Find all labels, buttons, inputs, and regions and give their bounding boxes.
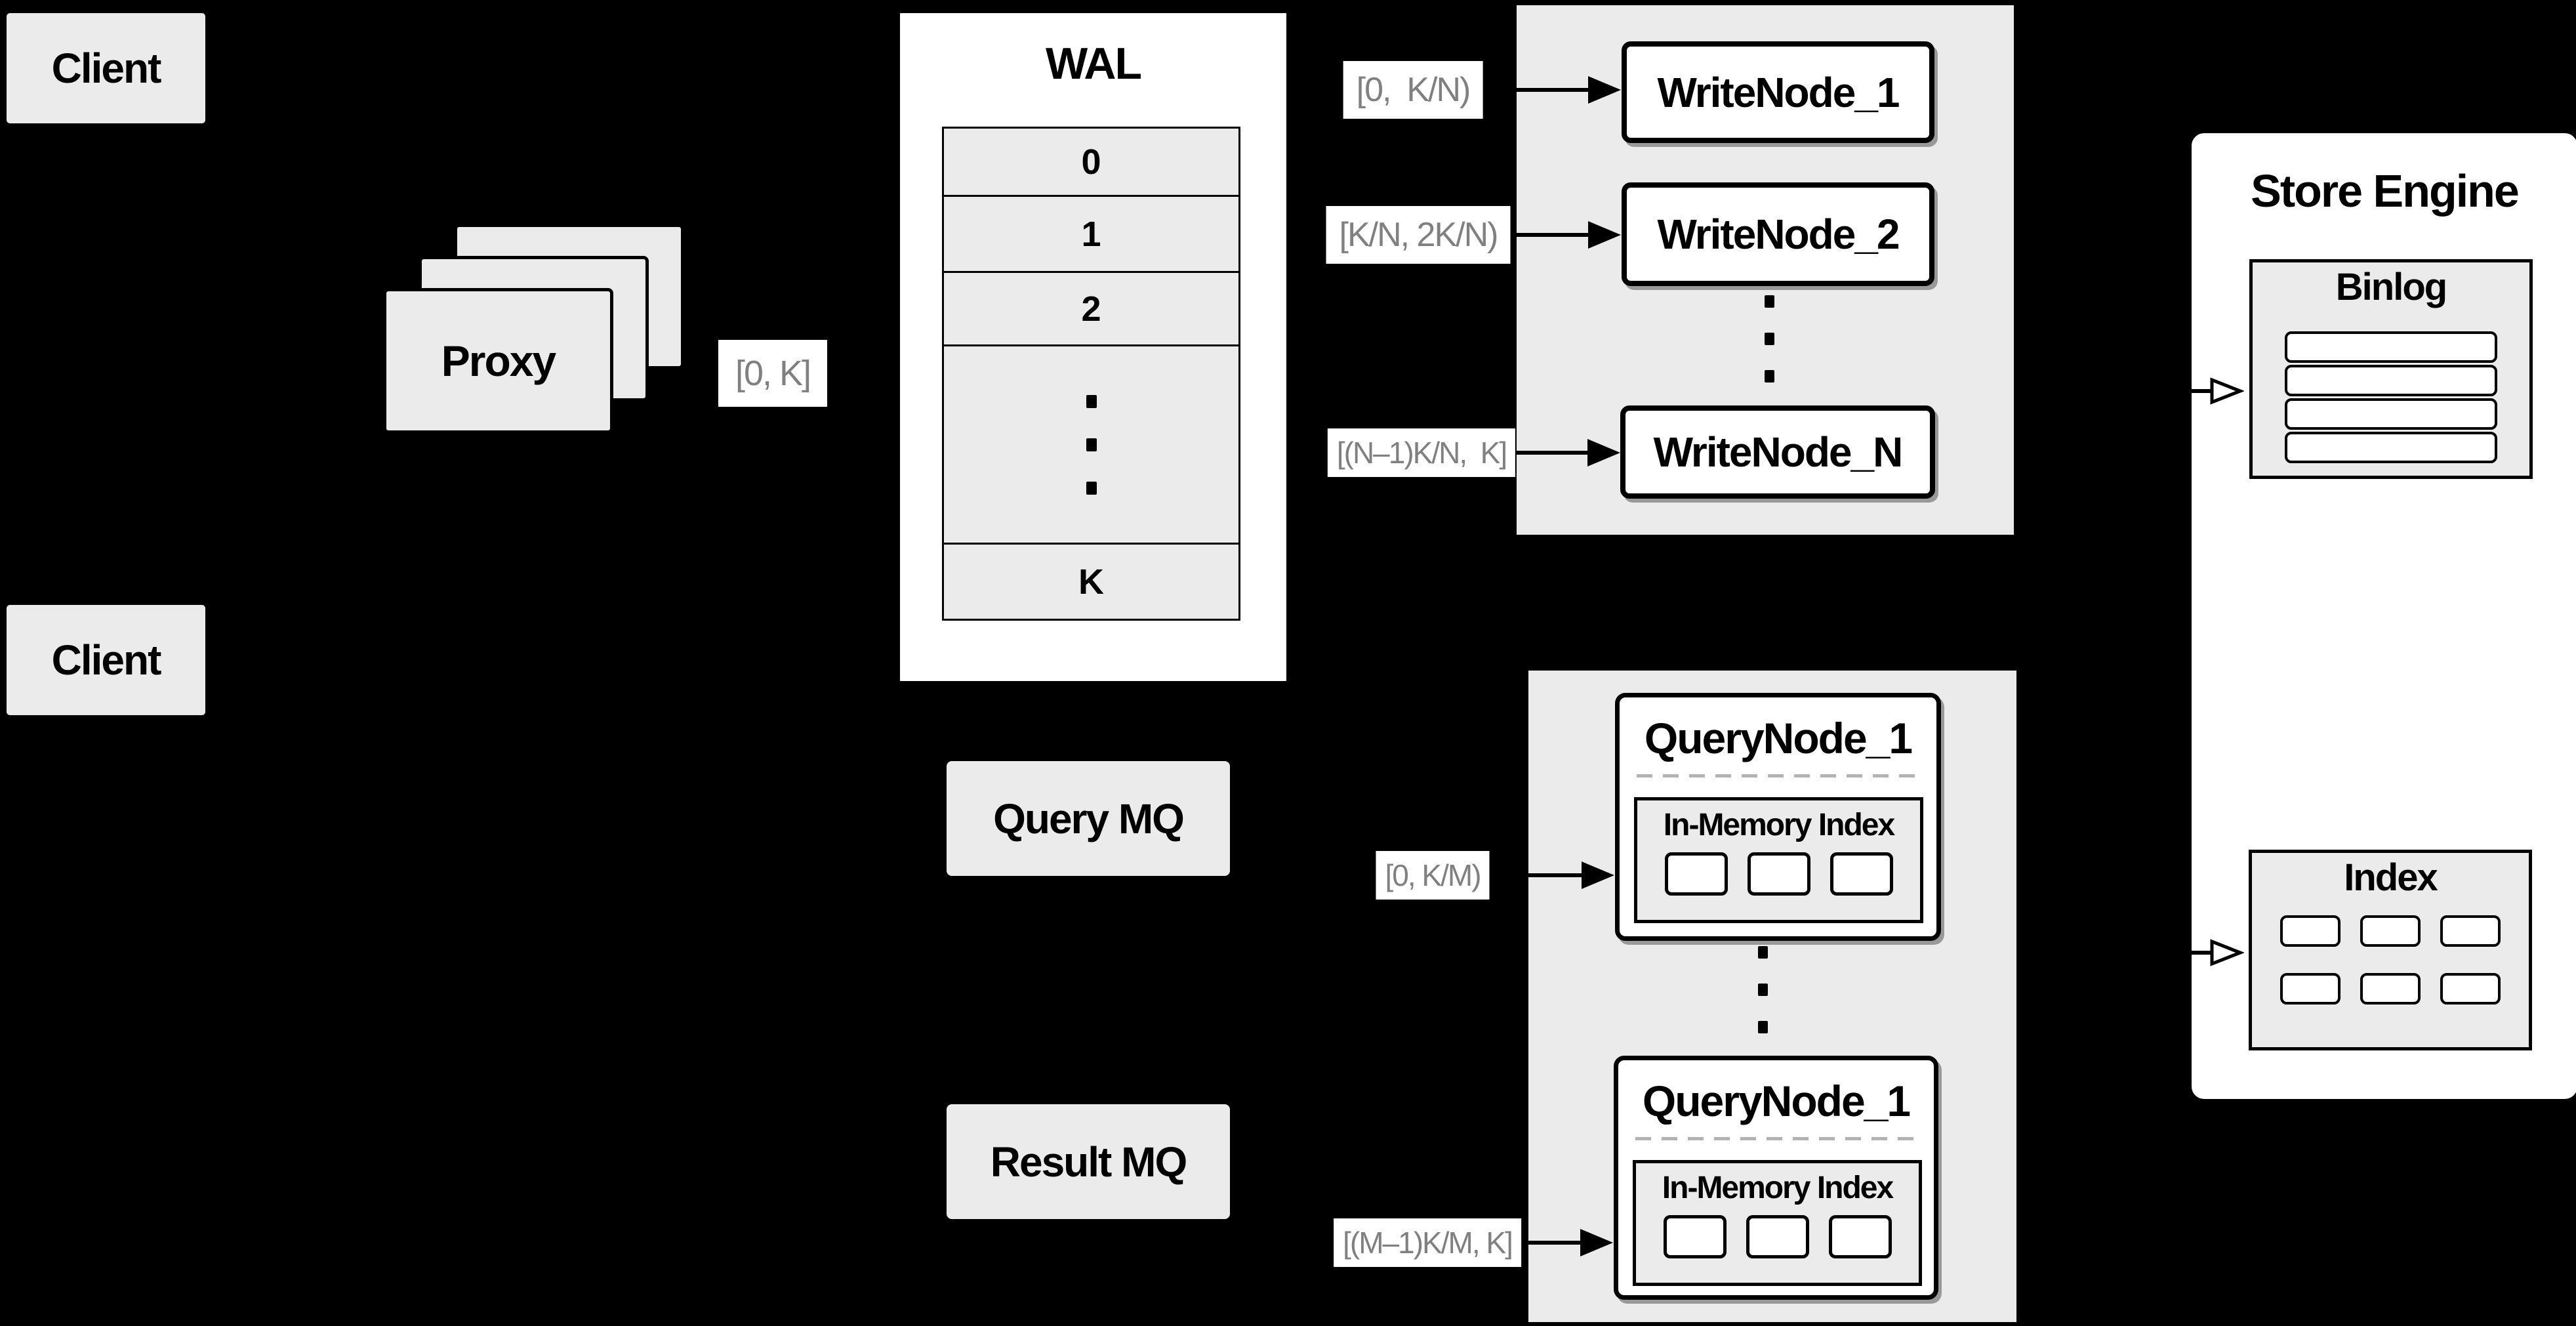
proxy-label: Proxy: [441, 337, 556, 385]
query-node-bottom: QueryNode_1 In-Memory Index: [1614, 1056, 1938, 1300]
arrow-head-writenode-n-icon: [1587, 439, 1620, 466]
dashed-divider: [1637, 774, 1919, 777]
arrow-line-binlog: [2144, 389, 2212, 393]
binlog-row: [2285, 398, 2497, 430]
client-node-top: Client: [7, 13, 205, 123]
wal-row-1: 1: [944, 197, 1238, 273]
query-node-top: QueryNode_1 In-Memory Index: [1615, 693, 1941, 941]
binlog-title: Binlog: [2335, 266, 2447, 308]
hollow-arrow-head-index-icon: [2210, 939, 2244, 966]
ellipsis-dot: [1086, 481, 1097, 495]
wal-row-2: 2: [944, 273, 1238, 346]
range-label-querynode-top: [0, K/M): [1376, 851, 1490, 900]
ellipsis-dot: [1086, 394, 1097, 408]
ellipsis-dot: [1086, 438, 1097, 451]
ellipsis-dot: [1758, 1021, 1768, 1033]
segment-cell: [1830, 852, 1893, 896]
range-label-writenode-n: [(N–1)K/N, K]: [1327, 428, 1516, 477]
binlog-box: Binlog: [2249, 259, 2533, 479]
client-top-label: Client: [51, 45, 162, 92]
arrow-line-writenode-2: [1503, 233, 1590, 237]
segment-cells: [1637, 852, 1920, 896]
ellipsis-dot: [1765, 295, 1774, 308]
write-node-2: WriteNode_2: [1622, 182, 1934, 286]
result-mq-node: Result MQ: [947, 1104, 1230, 1219]
query-mq-node: Query MQ: [947, 761, 1230, 876]
wal-title: WAL: [1045, 39, 1142, 89]
index-cell: [2440, 973, 2501, 1005]
segment-cell: [1746, 1215, 1809, 1258]
wal-box: WAL 0 1 2 K: [897, 10, 1290, 684]
ellipsis-dot: [1765, 370, 1774, 383]
write-node-n: WriteNode_N: [1620, 405, 1935, 499]
index-cell: [2280, 915, 2341, 947]
binlog-row: [2285, 331, 2497, 363]
arrow-head-writenode-2-icon: [1588, 221, 1621, 249]
arrow-line-writenode-n: [1507, 451, 1590, 455]
query-node-top-title: QueryNode_1: [1644, 714, 1913, 762]
arrow-line-index: [2144, 951, 2212, 955]
query-mq-label: Query MQ: [993, 795, 1185, 842]
wal-row-ellipsis: [944, 346, 1238, 545]
store-engine-box: Store Engine Binlog Index: [2188, 130, 2576, 1102]
arrow-head-writenode-1-icon: [1588, 76, 1621, 104]
query-node-group: QueryNode_1 In-Memory Index QueryNode_1 …: [1528, 671, 2016, 1322]
hollow-arrow-head-binlog-icon: [2210, 377, 2244, 405]
binlog-rows: [2253, 331, 2529, 463]
client-bottom-label: Client: [51, 636, 162, 684]
index-cell: [2360, 915, 2421, 947]
segment-cells: [1636, 1215, 1919, 1258]
write-node-ellipsis: [1765, 295, 1774, 383]
arrow-line-writenode-1: [1473, 88, 1589, 92]
ellipsis-dot: [1758, 984, 1768, 996]
index-box: Index: [2249, 850, 2532, 1050]
query-node-ellipsis: [1758, 946, 1768, 1033]
in-memory-index-top: In-Memory Index: [1634, 797, 1923, 923]
proxy-node-front: Proxy: [383, 288, 613, 434]
in-memory-index-bottom: In-Memory Index: [1633, 1160, 1922, 1286]
segment-cell: [1747, 852, 1810, 896]
wal-segment-table: 0 1 2 K: [942, 127, 1240, 621]
arrow-head-querynode-top-icon: [1582, 861, 1614, 889]
index-title: Index: [2344, 856, 2438, 899]
range-label-writenode-1: [0, K/N): [1343, 61, 1483, 119]
index-grid: [2252, 915, 2529, 1005]
arrow-head-querynode-bottom-icon: [1580, 1229, 1613, 1256]
index-cell: [2440, 915, 2501, 947]
result-mq-label: Result MQ: [990, 1138, 1187, 1186]
in-memory-index-top-title: In-Memory Index: [1663, 808, 1895, 842]
ellipsis-dot: [1765, 333, 1774, 345]
segment-cell: [1664, 852, 1728, 896]
ellipsis-dot: [1758, 946, 1768, 959]
binlog-row: [2285, 365, 2497, 396]
segment-cell: [1663, 1215, 1727, 1258]
binlog-row: [2285, 432, 2497, 463]
range-label-writenode-2: [K/N, 2K/N): [1326, 206, 1511, 264]
wal-row-k: K: [944, 545, 1238, 619]
client-node-bottom: Client: [7, 605, 205, 715]
arrow-line-querynode-top: [1484, 873, 1584, 877]
in-memory-index-bottom-title: In-Memory Index: [1662, 1171, 1894, 1205]
store-engine-title: Store Engine: [2251, 165, 2520, 217]
index-cell: [2360, 973, 2421, 1005]
dashed-divider: [1635, 1137, 1917, 1140]
range-label-proxy-to-wal: [0, K]: [718, 340, 828, 407]
write-node-1: WriteNode_1: [1622, 41, 1934, 143]
query-node-bottom-title: QueryNode_1: [1642, 1077, 1911, 1125]
arrow-line-querynode-bottom: [1509, 1241, 1582, 1245]
index-cell: [2280, 973, 2341, 1005]
segment-cell: [1828, 1215, 1892, 1258]
wal-row-0: 0: [944, 129, 1238, 197]
range-label-querynode-bottom: [(M–1)K/M, K]: [1334, 1218, 1521, 1267]
